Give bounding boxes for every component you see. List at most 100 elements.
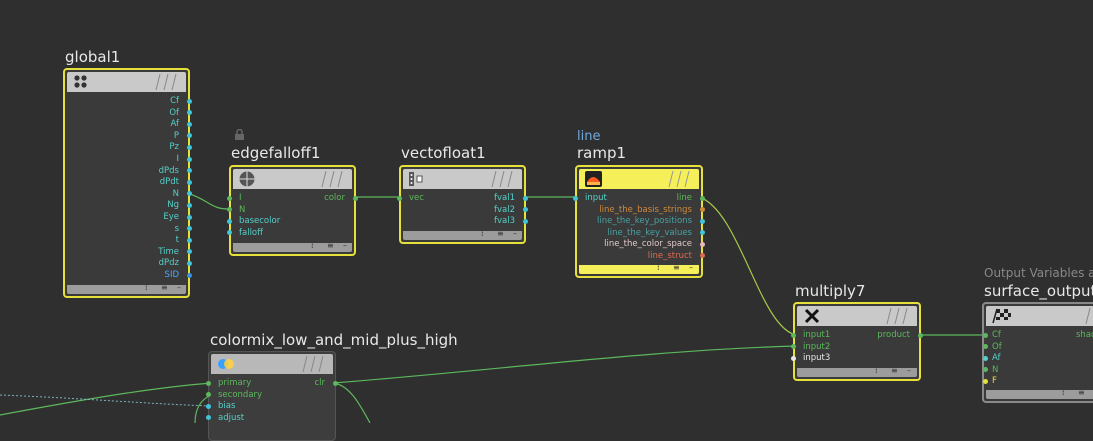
- node-flag-stripes[interactable]: [299, 356, 329, 372]
- output-port-connector[interactable]: [187, 202, 192, 208]
- output-port: fval3: [493, 216, 515, 226]
- output-port-connector[interactable]: [523, 218, 528, 224]
- node-surface-output[interactable]: ⁞ ≡ CfOfAfNFshade: [982, 302, 1093, 403]
- output-port-connector[interactable]: [523, 207, 528, 212]
- node-header[interactable]: [211, 354, 333, 374]
- input-port-connector[interactable]: [206, 403, 211, 409]
- input-port: I: [239, 193, 242, 203]
- footer-mark: ≡: [327, 241, 334, 250]
- node-header[interactable]: [579, 169, 699, 189]
- node-header[interactable]: [403, 169, 522, 189]
- output-port-connector[interactable]: [187, 214, 192, 220]
- node-footer[interactable]: ⁞ ≡ –: [797, 366, 917, 377]
- output-port-connector[interactable]: [918, 332, 923, 338]
- node-flag-stripes[interactable]: [318, 171, 348, 187]
- output-port-connector[interactable]: [700, 218, 705, 224]
- wire-ramp-to-multiply[interactable]: [698, 196, 798, 336]
- footer-mark: –: [513, 229, 517, 238]
- node-flag-stripes[interactable]: [883, 308, 913, 324]
- output-port-connector[interactable]: [187, 133, 192, 139]
- node-flag-stripes[interactable]: [488, 171, 518, 187]
- input-port-connector[interactable]: [397, 195, 402, 201]
- output-port-connector[interactable]: [700, 230, 705, 235]
- input-port-connector[interactable]: [227, 230, 232, 235]
- input-port: adjust: [218, 412, 245, 423]
- network-editor-canvas[interactable]: [0, 0, 1093, 423]
- input-port: N: [992, 364, 999, 375]
- output-port-connector[interactable]: [700, 241, 705, 247]
- output-port: clr: [314, 378, 325, 388]
- node-flag-stripes[interactable]: [665, 171, 695, 187]
- node-footer[interactable]: ⁞ ≡ –: [579, 263, 699, 274]
- node-header[interactable]: [67, 72, 186, 92]
- input-port-connector[interactable]: [227, 207, 232, 212]
- input-port: Cf: [992, 330, 1001, 340]
- edge-falloff-icon: [239, 171, 255, 187]
- footer-mark: –: [689, 263, 693, 272]
- output-port-connector[interactable]: [523, 195, 528, 201]
- input-port-connector[interactable]: [983, 344, 988, 349]
- node-header[interactable]: [797, 306, 917, 326]
- checkered-flag-icon: [992, 308, 1011, 324]
- node-header[interactable]: [986, 306, 1093, 326]
- output-port-connector[interactable]: [187, 237, 192, 243]
- wire-into-bias[interactable]: [0, 394, 212, 407]
- wire-colormix-to-multiply[interactable]: [332, 345, 798, 384]
- output-port-connector[interactable]: [187, 156, 192, 162]
- output-port-connector[interactable]: [187, 98, 192, 104]
- output-port: t: [175, 235, 179, 246]
- output-port-connector[interactable]: [187, 144, 192, 150]
- input-port-connector[interactable]: [791, 332, 796, 338]
- output-port-connector[interactable]: [187, 168, 192, 174]
- output-port-connector[interactable]: [187, 226, 192, 232]
- input-port: secondary: [218, 389, 263, 400]
- output-port-connector[interactable]: [187, 179, 192, 185]
- input-port-connector[interactable]: [206, 415, 211, 420]
- wire-clr-out-down[interactable]: [332, 382, 371, 423]
- node-header[interactable]: [233, 169, 352, 189]
- input-port-connector[interactable]: [791, 355, 796, 361]
- output-port-connector[interactable]: [187, 121, 192, 127]
- input-port-connector[interactable]: [227, 218, 232, 224]
- output-port-connector[interactable]: [700, 195, 705, 201]
- node-footer[interactable]: ⁞ ≡: [986, 388, 1093, 399]
- output-port-connector[interactable]: [187, 260, 192, 266]
- input-port-connector[interactable]: [206, 392, 211, 397]
- output-port-connector[interactable]: [187, 272, 192, 278]
- output-port-connector[interactable]: [187, 110, 192, 116]
- output-port-connector[interactable]: [700, 207, 705, 212]
- input-port-connector[interactable]: [983, 332, 988, 338]
- node-footer[interactable]: ⁞ ≡ –: [67, 283, 186, 294]
- lock-icon[interactable]: [234, 129, 245, 141]
- wire-global-to-edgefalloff[interactable]: [186, 192, 233, 210]
- input-port-connector[interactable]: [983, 367, 988, 372]
- node-flag-stripes[interactable]: [152, 74, 182, 90]
- node-title-surface-output: surface_output: [984, 282, 1093, 300]
- output-port: SID: [164, 270, 179, 280]
- output-port-connector[interactable]: [700, 253, 705, 258]
- output-port-connector[interactable]: [353, 195, 358, 201]
- node-footer[interactable]: ⁞ ≡ –: [403, 229, 522, 240]
- output-port-connector[interactable]: [187, 249, 192, 255]
- output-port: dPdz: [158, 258, 179, 269]
- input-port-connector[interactable]: [983, 355, 988, 361]
- output-port-connector[interactable]: [187, 191, 192, 197]
- output-port: color: [324, 193, 345, 203]
- output-port-connector[interactable]: [333, 380, 338, 386]
- output-port: line_the_key_values: [607, 227, 692, 238]
- input-port-connector[interactable]: [227, 195, 232, 201]
- input-port-connector[interactable]: [791, 344, 796, 349]
- input-port-connector[interactable]: [206, 380, 211, 386]
- wire-into-primary[interactable]: [0, 382, 212, 416]
- node-footer[interactable]: ⁞ ≡ –: [233, 241, 352, 252]
- node-flag-stripes[interactable]: [1082, 308, 1093, 324]
- input-port: primary: [218, 378, 252, 388]
- input-port-connector[interactable]: [573, 195, 578, 201]
- input-port-connector[interactable]: [983, 378, 988, 384]
